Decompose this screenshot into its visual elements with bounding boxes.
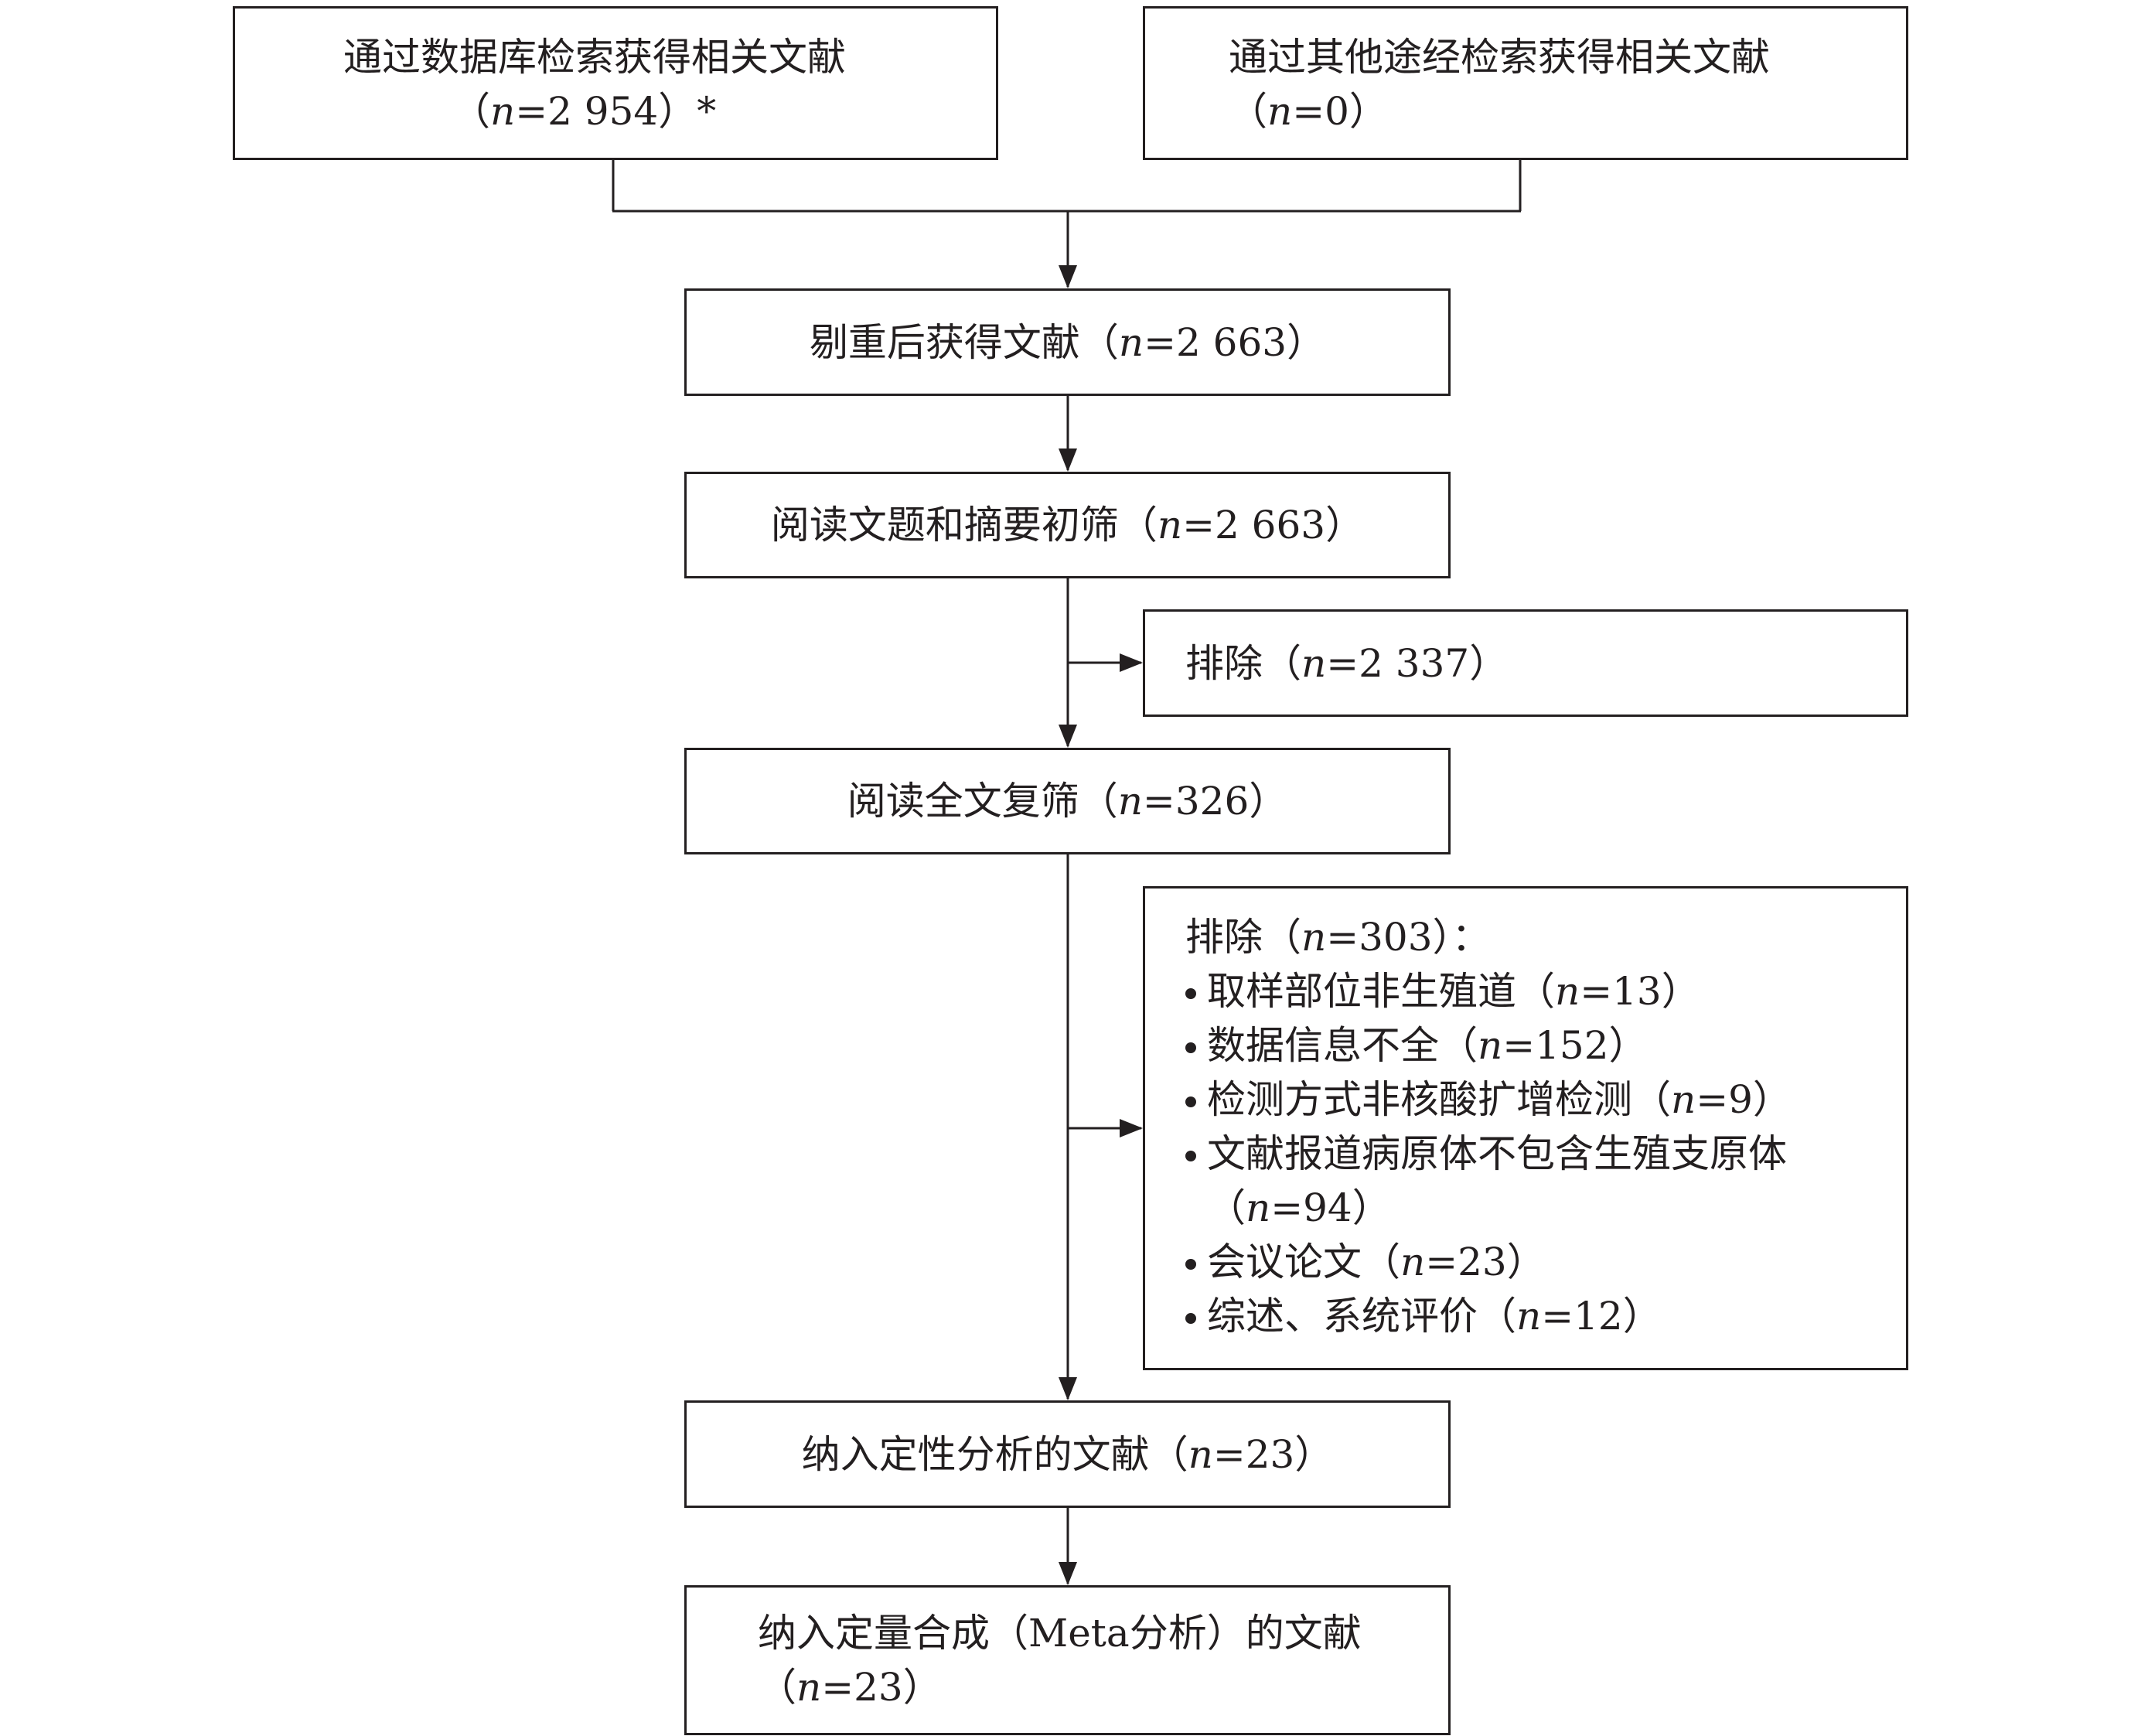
qualitative-included-n: n xyxy=(1188,1431,1213,1477)
fulltext-screen-box: 阅读全文复筛（n=326） xyxy=(684,748,1451,854)
excluded-fulltext-header-label: 排除（ xyxy=(1185,915,1301,960)
exclusion-reason-label: 文献报道病原体不包含生殖支原体 xyxy=(1207,1131,1787,1176)
exclusion-reason-n: n xyxy=(1478,1023,1503,1068)
records-database-box: 通过数据库检索获得相关文献 （n=2 954）* xyxy=(233,6,998,160)
exclusion-reason-item: 文献报道病原体不包含生殖支原体 （n=94） xyxy=(1145,1127,1906,1235)
deduplicated-value: =2 663 xyxy=(1144,319,1287,365)
records-other-title: 通过其他途经检索获得相关文献 xyxy=(1229,35,1770,80)
exclusion-reason-label: 会议论文（ xyxy=(1207,1240,1400,1284)
qualitative-included-value: =23 xyxy=(1212,1431,1295,1477)
exclusion-reason-close: ） xyxy=(1752,1077,1792,1122)
exclusion-reason-item: 检测方式非核酸扩增检测（n=9） xyxy=(1145,1073,1906,1127)
excluded-screening-box: 排除（n=2 337） xyxy=(1143,609,1908,717)
excluded-fulltext-header-close: ）： xyxy=(1432,915,1491,960)
excluded-screening-label: 排除（ xyxy=(1185,640,1301,686)
records-other-count-open: （ xyxy=(1229,89,1267,134)
quantitative-included-count: （n=23） xyxy=(758,1660,1448,1714)
qualitative-included-text: 纳入定性分析的文献（n=23） xyxy=(802,1427,1334,1482)
quantitative-included-box: 纳入定量合成（Meta分析）的文献 （n=23） xyxy=(684,1585,1451,1735)
exclusion-reason-value: =94 xyxy=(1270,1185,1352,1230)
records-database-value: =2 954 xyxy=(515,89,659,134)
records-database-count: （n=2 954）* xyxy=(235,84,996,138)
quantitative-included-close: ） xyxy=(902,1665,942,1710)
excluded-fulltext-box: 排除（n=303）： 取样部位非生殖道（n=13） 数据信息不全（n=152） … xyxy=(1143,886,1908,1370)
records-other-box: 通过其他途经检索获得相关文献 （n=0） xyxy=(1143,6,1908,160)
records-database-close: ）* xyxy=(658,89,717,134)
title-abstract-screen-text: 阅读文题和摘要初筛（n=2 663） xyxy=(771,498,1364,552)
deduplicated-n: n xyxy=(1118,319,1144,365)
exclusion-reason-item: 会议论文（n=23） xyxy=(1145,1235,1906,1289)
exclusion-reason-close: ） xyxy=(1661,969,1700,1014)
excluded-fulltext-header-n: n xyxy=(1301,915,1327,960)
title-abstract-screen-close: ） xyxy=(1325,503,1365,547)
quantitative-included-n: n xyxy=(796,1665,822,1710)
excluded-screening-text: 排除（n=2 337） xyxy=(1185,636,1508,691)
qualitative-included-label: 纳入定性分析的文献（ xyxy=(801,1431,1188,1477)
bullet-dot-icon xyxy=(1185,1042,1196,1053)
exclusion-reason-n: n xyxy=(1246,1185,1271,1230)
deduplicated-box: 剔重后获得文献（n=2 663） xyxy=(684,288,1451,396)
records-other-n: n xyxy=(1267,89,1293,134)
exclusion-reason-label: 数据信息不全（ xyxy=(1207,1023,1478,1068)
exclusion-reason-close: ） xyxy=(1352,1185,1391,1230)
exclusion-reason-item: 取样部位非生殖道（n=13） xyxy=(1145,964,1906,1018)
bullet-dot-icon xyxy=(1185,988,1196,999)
exclusion-reason-n: n xyxy=(1516,1294,1542,1339)
deduplicated-close: ） xyxy=(1287,319,1326,365)
fulltext-screen-value: =326 xyxy=(1142,779,1250,824)
title-abstract-screen-label: 阅读文题和摘要初筛（ xyxy=(770,503,1158,547)
exclusion-reason-item: 综述、系统评价（n=12） xyxy=(1145,1289,1906,1343)
excluded-screening-value: =2 337 xyxy=(1326,640,1470,686)
quantitative-included-value: =23 xyxy=(821,1665,903,1710)
deduplicated-text: 剔重后获得文献（n=2 663） xyxy=(810,315,1325,370)
title-abstract-screen-n: n xyxy=(1157,503,1183,547)
exclusion-reason-close: ） xyxy=(1622,1294,1662,1339)
records-other-count: （n=0） xyxy=(1229,84,1906,138)
exclusion-reason-value: =12 xyxy=(1541,1294,1623,1339)
exclusion-reason-list: 取样部位非生殖道（n=13） 数据信息不全（n=152） 检测方式非核酸扩增检测… xyxy=(1145,964,1906,1343)
bullet-dot-icon xyxy=(1185,1097,1196,1107)
excluded-screening-n: n xyxy=(1301,640,1327,686)
records-database-n: n xyxy=(490,89,516,134)
exclusion-reason-value: =9 xyxy=(1696,1077,1753,1122)
exclusion-reason-n: n xyxy=(1555,969,1580,1014)
exclusion-reason-open: （ xyxy=(1207,1185,1246,1230)
exclusion-reason-close: ） xyxy=(1608,1023,1648,1068)
exclusion-reason-label: 取样部位非生殖道（ xyxy=(1207,969,1555,1014)
fulltext-screen-label: 阅读全文复筛（ xyxy=(847,779,1118,824)
exclusion-reason-continuation: （n=94） xyxy=(1207,1181,1906,1235)
exclusion-reason-label: 综述、系统评价（ xyxy=(1207,1294,1516,1339)
quantitative-included-title: 纳入定量合成（Meta分析）的文献 xyxy=(758,1611,1362,1656)
qualitative-included-close: ） xyxy=(1294,1431,1334,1477)
fulltext-screen-close: ） xyxy=(1249,779,1288,824)
exclusion-reason-n: n xyxy=(1400,1240,1426,1284)
exclusion-reason-value: =13 xyxy=(1580,969,1662,1014)
exclusion-reason-item: 数据信息不全（n=152） xyxy=(1145,1018,1906,1073)
records-database-count-open: （ xyxy=(452,89,490,134)
exclusion-reason-label: 检测方式非核酸扩增检测（ xyxy=(1207,1077,1671,1122)
exclusion-reason-value: =23 xyxy=(1425,1240,1507,1284)
quantitative-included-open: （ xyxy=(758,1665,796,1710)
deduplicated-label: 剔重后获得文献（ xyxy=(809,319,1119,365)
qualitative-included-box: 纳入定性分析的文献（n=23） xyxy=(684,1400,1451,1508)
records-database-title: 通过数据库检索获得相关文献 xyxy=(343,35,846,80)
records-other-value: =0 xyxy=(1292,89,1349,134)
excluded-fulltext-header: 排除（n=303）： xyxy=(1185,910,1906,964)
bullet-dot-icon xyxy=(1185,1259,1196,1270)
bullet-dot-icon xyxy=(1185,1151,1196,1161)
bullet-dot-icon xyxy=(1185,1313,1196,1324)
exclusion-reason-n: n xyxy=(1671,1077,1696,1122)
excluded-fulltext-header-value: =303 xyxy=(1326,915,1433,960)
title-abstract-screen-value: =2 663 xyxy=(1182,503,1326,547)
fulltext-screen-n: n xyxy=(1117,779,1143,824)
exclusion-reason-value: =152 xyxy=(1502,1023,1609,1068)
fulltext-screen-text: 阅读全文复筛（n=326） xyxy=(847,774,1288,828)
records-other-close: ） xyxy=(1348,89,1388,134)
exclusion-reason-close: ） xyxy=(1506,1240,1546,1284)
title-abstract-screen-box: 阅读文题和摘要初筛（n=2 663） xyxy=(684,472,1451,578)
excluded-screening-close: ） xyxy=(1469,640,1509,686)
